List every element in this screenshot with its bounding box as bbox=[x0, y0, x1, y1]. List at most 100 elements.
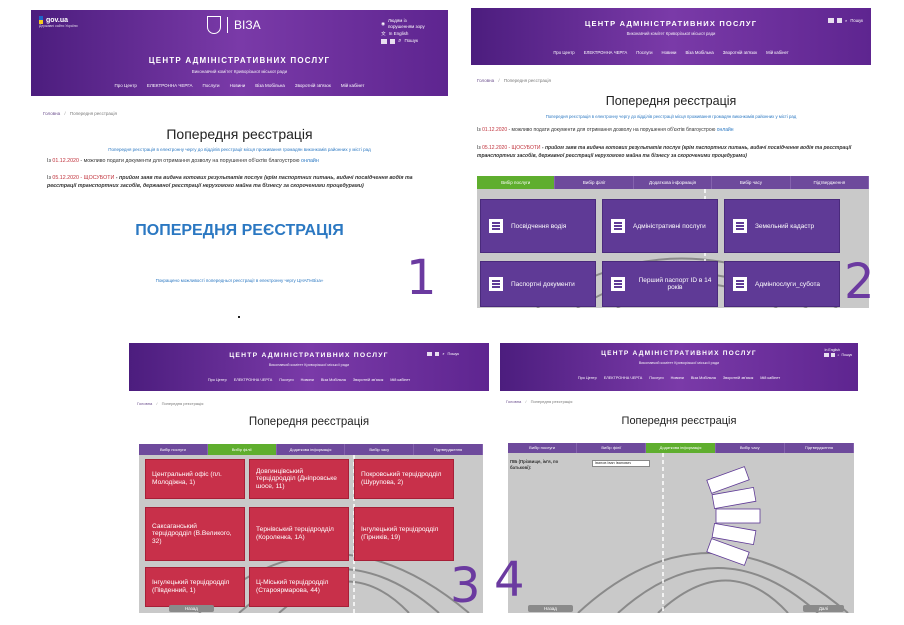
search-link[interactable]: Пошук bbox=[841, 353, 852, 357]
facebook-icon[interactable] bbox=[837, 18, 843, 23]
service-land-cadastre[interactable]: Земельний кадастр bbox=[724, 199, 840, 253]
search-icon[interactable]: ⌕ bbox=[442, 352, 445, 356]
gov-logo[interactable]: gov.ua Державні сайти України bbox=[39, 16, 78, 28]
facebook-icon[interactable] bbox=[390, 38, 396, 44]
english-link[interactable]: In English bbox=[388, 30, 409, 36]
search-link[interactable]: Пошук bbox=[447, 352, 459, 356]
tab-confirm[interactable]: Підтвердження bbox=[790, 176, 870, 189]
branch-saksahanskyi[interactable]: Саксаганський терцідродділ (В.Великого, … bbox=[145, 507, 245, 561]
service-driver-license[interactable]: Посвідчення водія bbox=[480, 199, 596, 253]
wizard-tabs: Вибір послуги Вибір філії Додаткова інфо… bbox=[477, 176, 870, 189]
nav-item-feedback[interactable]: Зворотній зв'язок bbox=[352, 378, 384, 382]
search-icon[interactable]: ⌕ bbox=[837, 353, 840, 357]
nav-item-news[interactable]: Новини bbox=[670, 376, 684, 380]
tab-select-time[interactable]: Вибір часу bbox=[715, 443, 785, 453]
service-saturday[interactable]: Адмінпослуги_субота bbox=[724, 261, 840, 307]
nav-item-about[interactable]: Про Центр bbox=[114, 83, 137, 88]
nav-item-news[interactable]: Новини bbox=[661, 50, 677, 55]
tab-select-service[interactable]: Вибір послуги bbox=[508, 443, 578, 453]
tab-confirm[interactable]: Підтвердження bbox=[784, 443, 855, 453]
nav-item-about[interactable]: Про Центр bbox=[577, 376, 597, 380]
nav-item-mobile[interactable]: Віза Мобільна bbox=[255, 83, 285, 88]
tab-select-branch[interactable]: Вибір філії bbox=[207, 444, 277, 455]
notice-1: Із 01.12.2020 - можливо подати документи… bbox=[477, 127, 867, 133]
branch-ternivskyi[interactable]: Тернівський терцідродділ (Короленка, 1А) bbox=[249, 507, 349, 561]
nav-item-mobile[interactable]: Віза Мобільна bbox=[685, 50, 714, 55]
youtube-icon[interactable] bbox=[427, 352, 433, 356]
nav-item-services[interactable]: Послуги bbox=[279, 378, 294, 382]
nav-item-feedback[interactable]: Зворотній зв'язок bbox=[722, 376, 754, 380]
search-icon[interactable]: ⌕ bbox=[845, 18, 848, 23]
facebook-icon[interactable] bbox=[831, 353, 836, 357]
tab-select-time[interactable]: Вибір часу bbox=[712, 176, 791, 189]
search-link[interactable]: Пошук bbox=[850, 18, 863, 23]
search-icon[interactable]: ⌕ bbox=[398, 37, 402, 44]
breadcrumb-home[interactable]: Головна bbox=[477, 78, 495, 83]
services-area: Посвідчення водія Адміністративні послуг… bbox=[477, 189, 869, 308]
nav-item-feedback[interactable]: Зворотній зв'язок bbox=[294, 83, 331, 88]
intro-link[interactable]: Попередня реєстрація в електронну чергу … bbox=[108, 147, 371, 152]
breadcrumb-home[interactable]: Головна bbox=[43, 111, 61, 116]
ukraine-flag-icon bbox=[39, 16, 43, 24]
nav-item-services[interactable]: Послуги bbox=[649, 376, 664, 380]
nav-item-mobile[interactable]: Віза Мобільна bbox=[320, 378, 346, 382]
tab-select-time[interactable]: Вибір часу bbox=[345, 444, 415, 455]
back-button[interactable]: Назад bbox=[169, 604, 214, 612]
english-link[interactable]: In English bbox=[824, 348, 840, 352]
full-name-label: ПІБ (Прізвище, ім'я, по батькові): bbox=[510, 459, 559, 471]
branch-dovhyntsivskyi[interactable]: Довгинцівський терцідродділ (Дніпровське… bbox=[249, 459, 349, 499]
nav-item-queue[interactable]: ЕЛЕКТРОННА ЧЕРГА bbox=[603, 376, 643, 380]
service-first-passport[interactable]: Перший паспорт ID в 14 років bbox=[602, 261, 718, 307]
nav-item-about[interactable]: Про Центр bbox=[553, 50, 575, 55]
viza-logo[interactable]: ВІЗА bbox=[207, 16, 261, 34]
nav-item-feedback[interactable]: Зворотній зв'язок bbox=[722, 50, 758, 55]
nav-item-queue[interactable]: ЕЛЕКТРОННА ЧЕРГА bbox=[146, 83, 193, 88]
facebook-icon[interactable] bbox=[435, 352, 440, 356]
full-name-input[interactable]: Іванов Іван Іванович bbox=[592, 460, 650, 467]
branch-tsentralno-miskyi[interactable]: Ц-Міський терцідродділ (Староярмарова, 4… bbox=[249, 567, 349, 607]
extra-info-area: ПІБ (Прізвище, ім'я, по батькові): Івано… bbox=[508, 453, 854, 613]
service-passport[interactable]: Паспортні документи bbox=[480, 261, 596, 307]
branch-central[interactable]: Центральний офіс (пл. Молодіжна, 1) bbox=[145, 459, 245, 499]
breadcrumb-home[interactable]: Головна bbox=[506, 399, 522, 404]
footer-note[interactable]: Покращено можливості попередньої реєстра… bbox=[155, 278, 324, 283]
youtube-icon[interactable] bbox=[381, 38, 388, 44]
notice-1-online-link[interactable]: онлайн bbox=[301, 158, 319, 164]
back-button[interactable]: Назад bbox=[528, 604, 573, 612]
branch-pokrovskyi[interactable]: Покровський терцідродділ (Шурупова, 2) bbox=[354, 459, 454, 499]
tab-select-service[interactable]: Вибір послуги bbox=[477, 176, 556, 189]
nav-item-cabinet[interactable]: Мій кабінет bbox=[340, 83, 365, 88]
nav-item-news[interactable]: Новини bbox=[229, 83, 246, 88]
breadcrumb-current: Попередня реєстрація bbox=[503, 78, 551, 83]
nav-item-cabinet[interactable]: Мій кабінет bbox=[760, 376, 781, 380]
nav-item-queue[interactable]: ЕЛЕКТРОННА ЧЕРГА bbox=[583, 50, 628, 55]
tab-extra-info[interactable]: Додаткова інформація bbox=[276, 444, 346, 455]
accessibility-link[interactable]: Людям із порушенням зору bbox=[388, 18, 425, 30]
service-label: Паспортні документи bbox=[511, 280, 575, 288]
intro-link[interactable]: Попередня реєстрація в електронну чергу … bbox=[545, 114, 797, 119]
service-admin[interactable]: Адміністративні послуги bbox=[602, 199, 718, 253]
tab-select-branch[interactable]: Вибір філії bbox=[577, 443, 647, 453]
tab-confirm[interactable]: Підтвердження bbox=[414, 444, 483, 455]
breadcrumb-home[interactable]: Головна bbox=[137, 401, 153, 406]
nav-item-services[interactable]: Послуги bbox=[202, 83, 220, 88]
tab-select-service[interactable]: Вибір послуги bbox=[139, 444, 208, 455]
nav-item-about[interactable]: Про Центр bbox=[207, 378, 227, 382]
big-registration-heading[interactable]: ПОПЕРЕДНЯ РЕЄСТРАЦІЯ bbox=[135, 222, 344, 239]
tab-select-branch[interactable]: Вибір філії bbox=[555, 176, 634, 189]
tab-extra-info[interactable]: Додаткова інформація bbox=[646, 443, 716, 453]
branch-inhuletskyi-2[interactable]: Інгулецький терцідродділ (Південний, 1) bbox=[145, 567, 245, 607]
nav-item-news[interactable]: Новини bbox=[300, 378, 314, 382]
nav-item-cabinet[interactable]: Мій кабінет bbox=[390, 378, 411, 382]
tab-extra-info[interactable]: Додаткова інформація bbox=[633, 176, 713, 189]
youtube-icon[interactable] bbox=[828, 18, 835, 23]
youtube-icon[interactable] bbox=[824, 353, 830, 357]
nav-item-mobile[interactable]: Віза Мобільна bbox=[690, 376, 716, 380]
search-link[interactable]: Пошук bbox=[404, 37, 419, 43]
nav-item-queue[interactable]: ЕЛЕКТРОННА ЧЕРГА bbox=[233, 378, 273, 382]
notice-1-online-link[interactable]: онлайн bbox=[716, 127, 734, 133]
nav-item-cabinet[interactable]: Мій кабінет bbox=[766, 50, 789, 55]
branch-inhuletskyi-1[interactable]: Інгулецький терцідродділ (Гірників, 19) bbox=[354, 507, 454, 561]
next-button[interactable]: Далі bbox=[802, 604, 844, 612]
nav-item-services[interactable]: Послуги bbox=[636, 50, 653, 55]
